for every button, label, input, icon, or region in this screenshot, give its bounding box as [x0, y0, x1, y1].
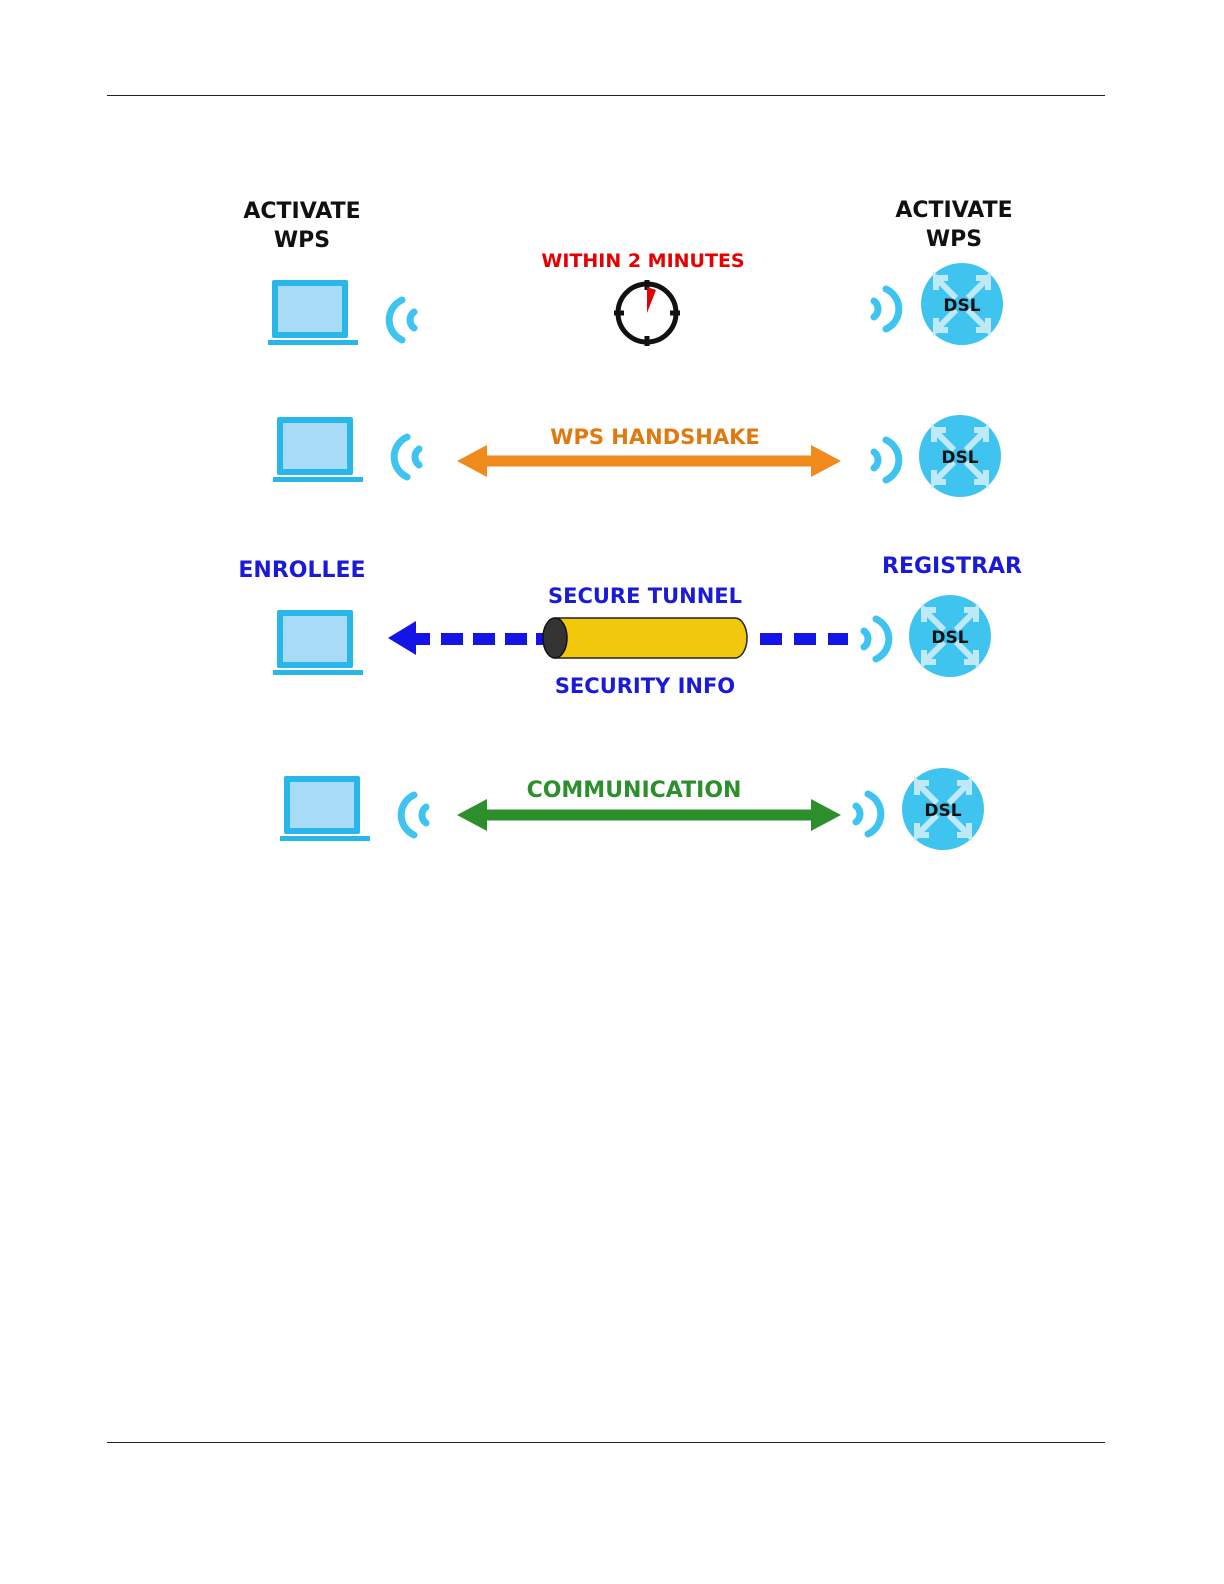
- enrollee-activate-label-line2: WPS: [274, 228, 330, 253]
- laptop-icon: [273, 610, 363, 675]
- stopwatch-icon: [614, 280, 680, 346]
- wifi-signal-icon: [874, 440, 899, 480]
- wifi-signal-icon: [401, 795, 426, 835]
- registrar-activate-label-line1: ACTIVATE: [895, 198, 1012, 223]
- wifi-signal-icon: [394, 437, 419, 477]
- laptop-icon: [273, 417, 363, 482]
- enrollee-activate-label-line1: ACTIVATE: [243, 199, 360, 224]
- enrollee-label: ENROLLEE: [238, 558, 365, 583]
- wifi-signal-icon: [874, 289, 899, 329]
- router-label: DSL: [924, 801, 961, 821]
- registrar-label: REGISTRAR: [882, 554, 1022, 579]
- secure-tunnel-cylinder: [543, 618, 747, 658]
- wifi-signal-icon: [856, 794, 881, 834]
- within-2-minutes-label: WITHIN 2 MINUTES: [541, 250, 744, 272]
- router-label: DSL: [943, 296, 980, 316]
- laptop-icon: [280, 776, 370, 841]
- handshake-double-arrow: [457, 445, 841, 477]
- wifi-signal-icon: [864, 619, 889, 659]
- router-label: DSL: [931, 628, 968, 648]
- wps-handshake-label: WPS HANDSHAKE: [550, 425, 759, 449]
- wifi-signal-icon: [389, 300, 414, 340]
- security-info-label: SECURITY INFO: [555, 674, 735, 698]
- communication-double-arrow: [457, 799, 841, 831]
- communication-label: COMMUNICATION: [527, 778, 742, 803]
- router-label: DSL: [941, 448, 978, 468]
- laptop-icon: [268, 280, 358, 345]
- registrar-activate-label-line2: WPS: [926, 227, 982, 252]
- secure-tunnel-label: SECURE TUNNEL: [548, 584, 742, 608]
